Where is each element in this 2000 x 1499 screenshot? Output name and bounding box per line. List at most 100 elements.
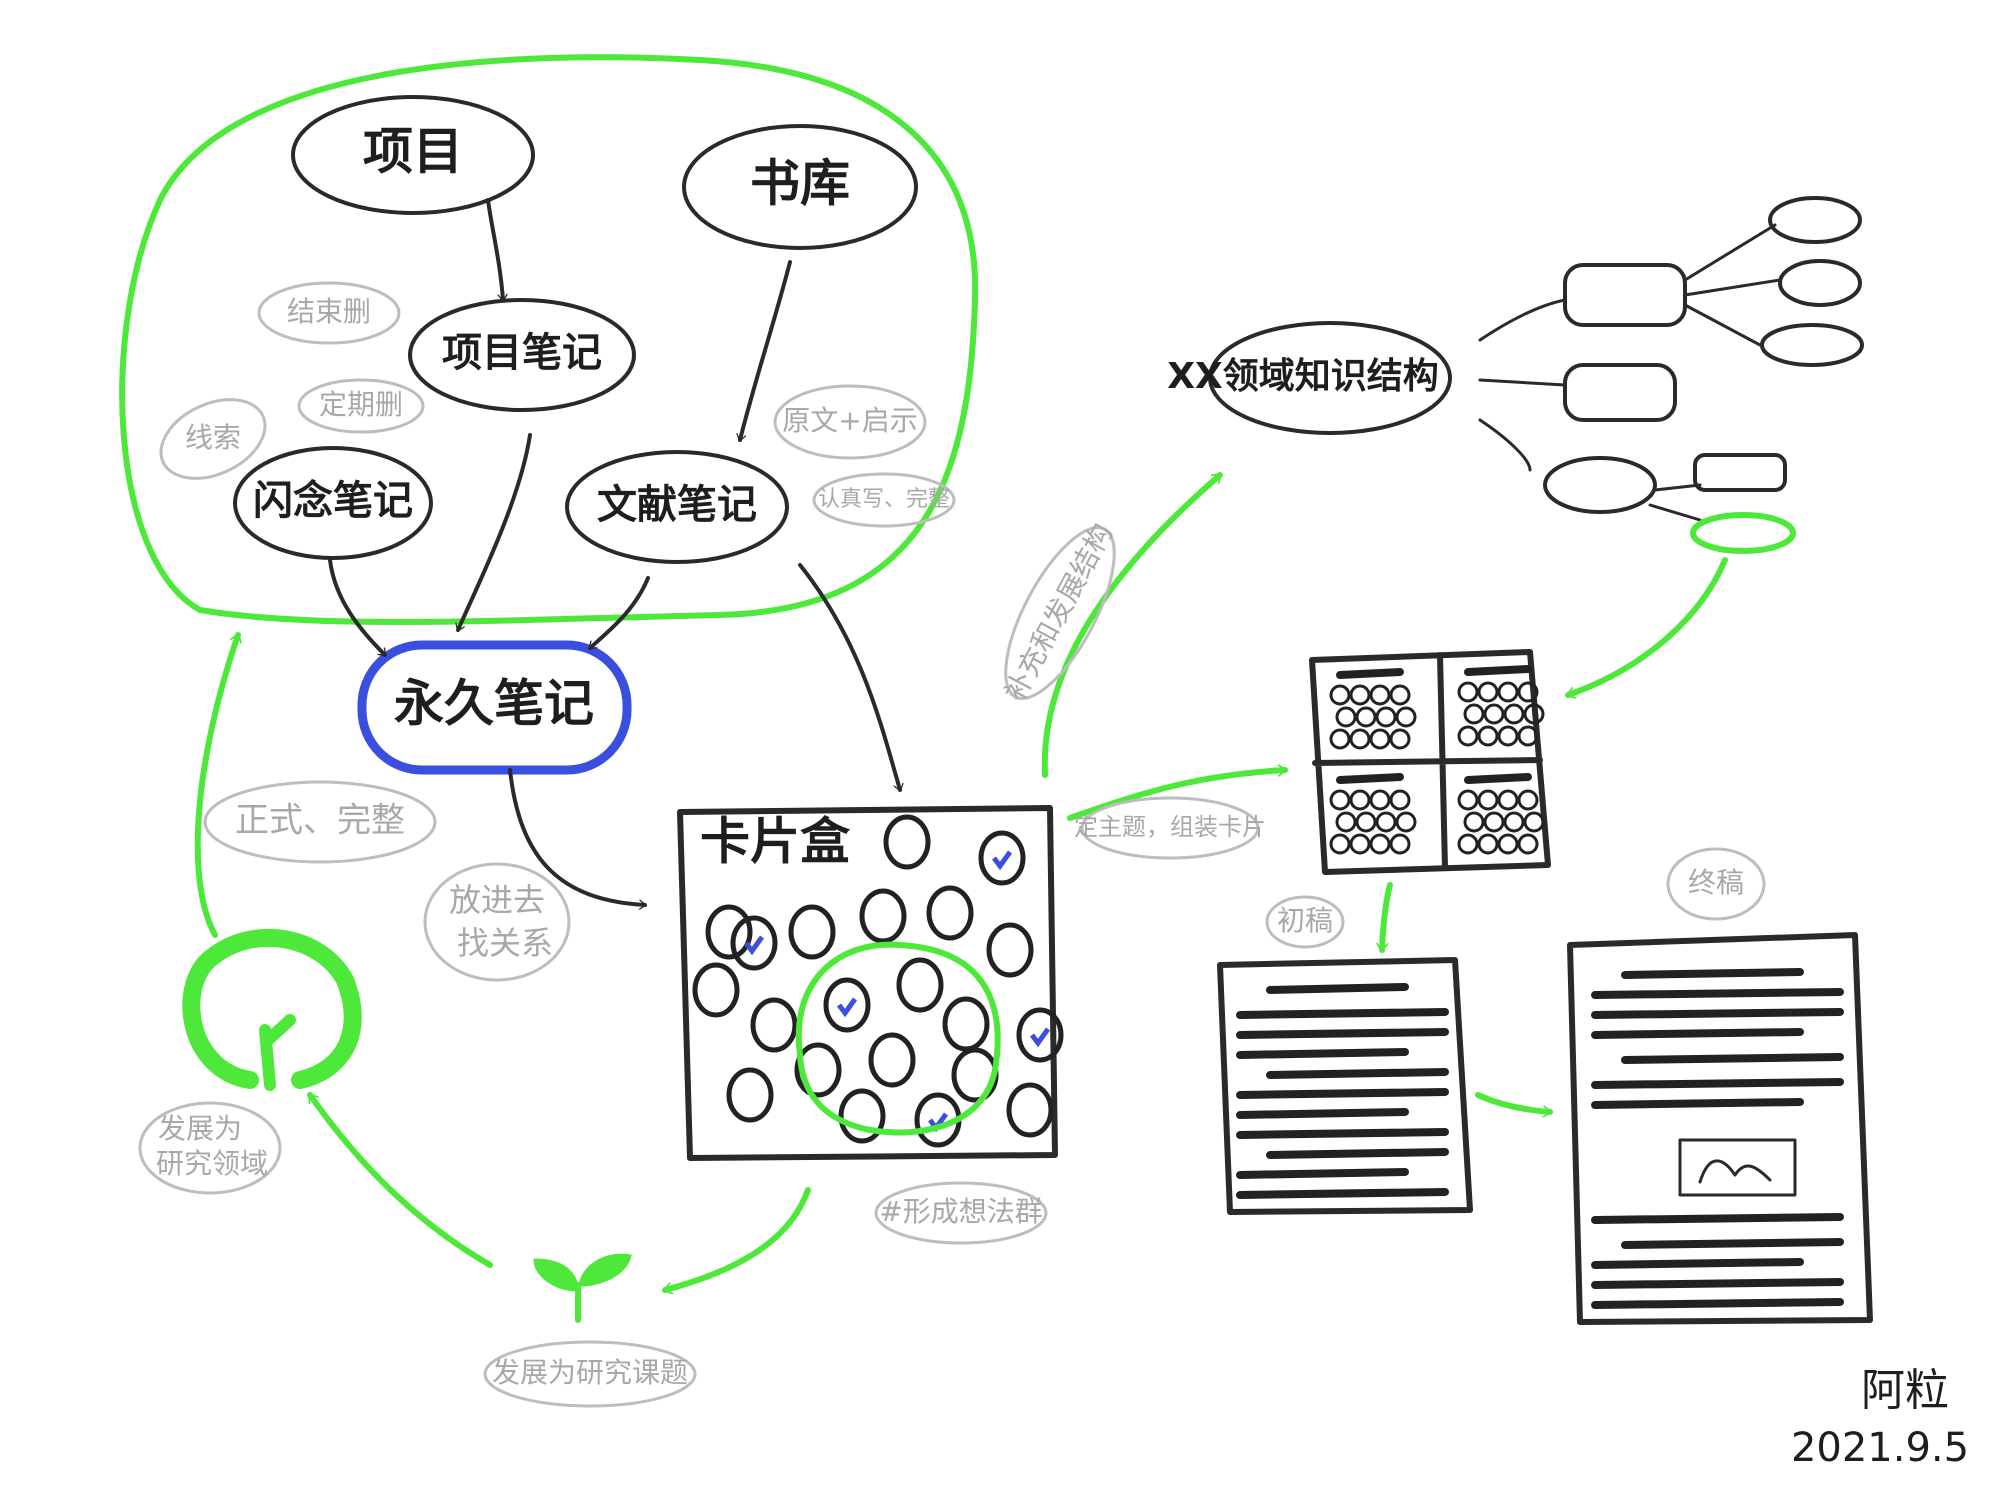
final-draft-document [1567,932,1873,1325]
annotation-put-in-find-relations: 放进去 找关系 [423,862,571,982]
notes-group-loop [119,54,979,625]
node-permanent-notes[interactable]: 永久笔记 [357,640,632,775]
mini-card [1477,789,1499,811]
annotation-set-theme-assemble: 定主题，组装卡片 [1074,796,1266,860]
annotation-first-draft: 初稿 [1265,895,1345,949]
mini-card [1389,833,1411,855]
mini-card [1389,684,1411,706]
node-literature-notes[interactable]: 文献笔记 [565,450,789,564]
mini-card [1477,681,1499,703]
mini-card [1463,811,1485,833]
text-line [1266,1148,1449,1159]
note-card[interactable] [730,915,778,971]
note-card[interactable] [896,957,944,1013]
note-card[interactable] [1006,1082,1054,1138]
note-card[interactable] [692,962,740,1018]
mini-card [1395,811,1417,833]
mini-card [1457,789,1479,811]
note-card[interactable] [726,1067,774,1123]
svg-text:结束删: 结束删 [287,295,371,328]
mini-card [1355,811,1377,833]
note-card[interactable] [794,1042,842,1098]
mini-card [1483,811,1505,833]
note-card[interactable] [788,904,836,960]
svg-text:文献笔记: 文献笔记 [597,482,757,528]
text-line [1591,1278,1844,1289]
mini-card [1457,725,1479,747]
text-line [1621,1053,1844,1064]
knowledge-tree [1478,196,1864,554]
text-line [1591,1008,1844,1019]
text-line [1236,1048,1409,1059]
idea-cluster-outline [795,941,1001,1136]
check-icon [1030,1027,1051,1048]
svg-text:发展为研究课题: 发展为研究课题 [492,1356,688,1389]
note-card[interactable] [838,1088,886,1144]
text-line [1591,1078,1844,1089]
node-fleeting-notes[interactable]: 闪念笔记 [233,446,433,560]
mini-card [1349,728,1371,750]
check-icon [837,997,858,1018]
mini-card [1329,728,1351,750]
mini-card [1517,725,1539,747]
note-card[interactable] [926,885,974,941]
annotation-delete-when-done: 结束删 [257,281,401,345]
svg-text:XX领域知识结构: XX领域知识结构 [1167,356,1439,397]
mini-card [1355,706,1377,728]
mini-card [1349,833,1371,855]
mini-card [1477,833,1499,855]
card-box[interactable]: 卡片盒 [677,805,1064,1161]
node-project[interactable]: 项目 [291,95,535,215]
mini-card [1497,789,1519,811]
mini-card [1335,811,1357,833]
text-line [1266,983,1409,994]
mini-card [1369,833,1391,855]
mini-card [1369,789,1391,811]
mini-card [1523,703,1545,725]
note-card[interactable] [883,814,931,870]
mini-card [1477,725,1499,747]
note-card[interactable] [986,922,1034,978]
note-card[interactable] [859,888,907,944]
annotation-final-draft: 终稿 [1666,847,1766,921]
mini-card [1463,703,1485,725]
annotation-develop-research-topic: 发展为研究课题 [483,1340,697,1408]
node-library[interactable]: 书库 [682,124,918,250]
mini-card [1517,833,1539,855]
note-card[interactable] [750,997,798,1053]
quad-title-bar [1464,773,1532,784]
annotation-original-plus-insight: 原文+启示 [773,384,927,460]
text-line [1621,1238,1844,1249]
note-card[interactable] [978,830,1026,886]
signature-date: 2021.9.5 [1791,1425,1969,1471]
mini-card [1335,706,1357,728]
svg-text:线索: 线索 [185,421,241,454]
svg-text:卡片盒: 卡片盒 [700,813,851,871]
mini-card [1503,811,1525,833]
mini-card [1369,728,1391,750]
svg-text:找关系: 找关系 [457,924,553,962]
assembled-cards-box [1309,649,1551,875]
quad-title-bar [1464,665,1532,676]
check-icon [992,850,1013,871]
note-card[interactable] [868,1032,916,1088]
note-card[interactable] [823,977,871,1033]
quad-title-bar [1336,668,1404,679]
note-card[interactable] [942,996,990,1052]
svg-text:研究领域: 研究领域 [156,1147,268,1180]
text-line [1591,1028,1804,1039]
mini-card [1497,725,1519,747]
svg-text:终稿: 终稿 [1688,866,1744,899]
mini-card [1375,811,1397,833]
node-project-notes[interactable]: 项目笔记 [408,298,636,412]
annotation-clue: 线索 [159,398,267,480]
tree-icon [182,928,362,1091]
node-domain-structure[interactable]: XX领域知识结构 [1167,321,1452,435]
text-line [1591,1298,1844,1309]
annotation-write-carefully: 认真写、完整 [812,472,956,528]
annotation-develop-research-field: 发展为 研究领域 [138,1101,282,1195]
note-card[interactable] [1016,1007,1064,1063]
svg-text:#形成想法群: #形成想法群 [879,1195,1042,1228]
note-card[interactable] [705,904,753,960]
